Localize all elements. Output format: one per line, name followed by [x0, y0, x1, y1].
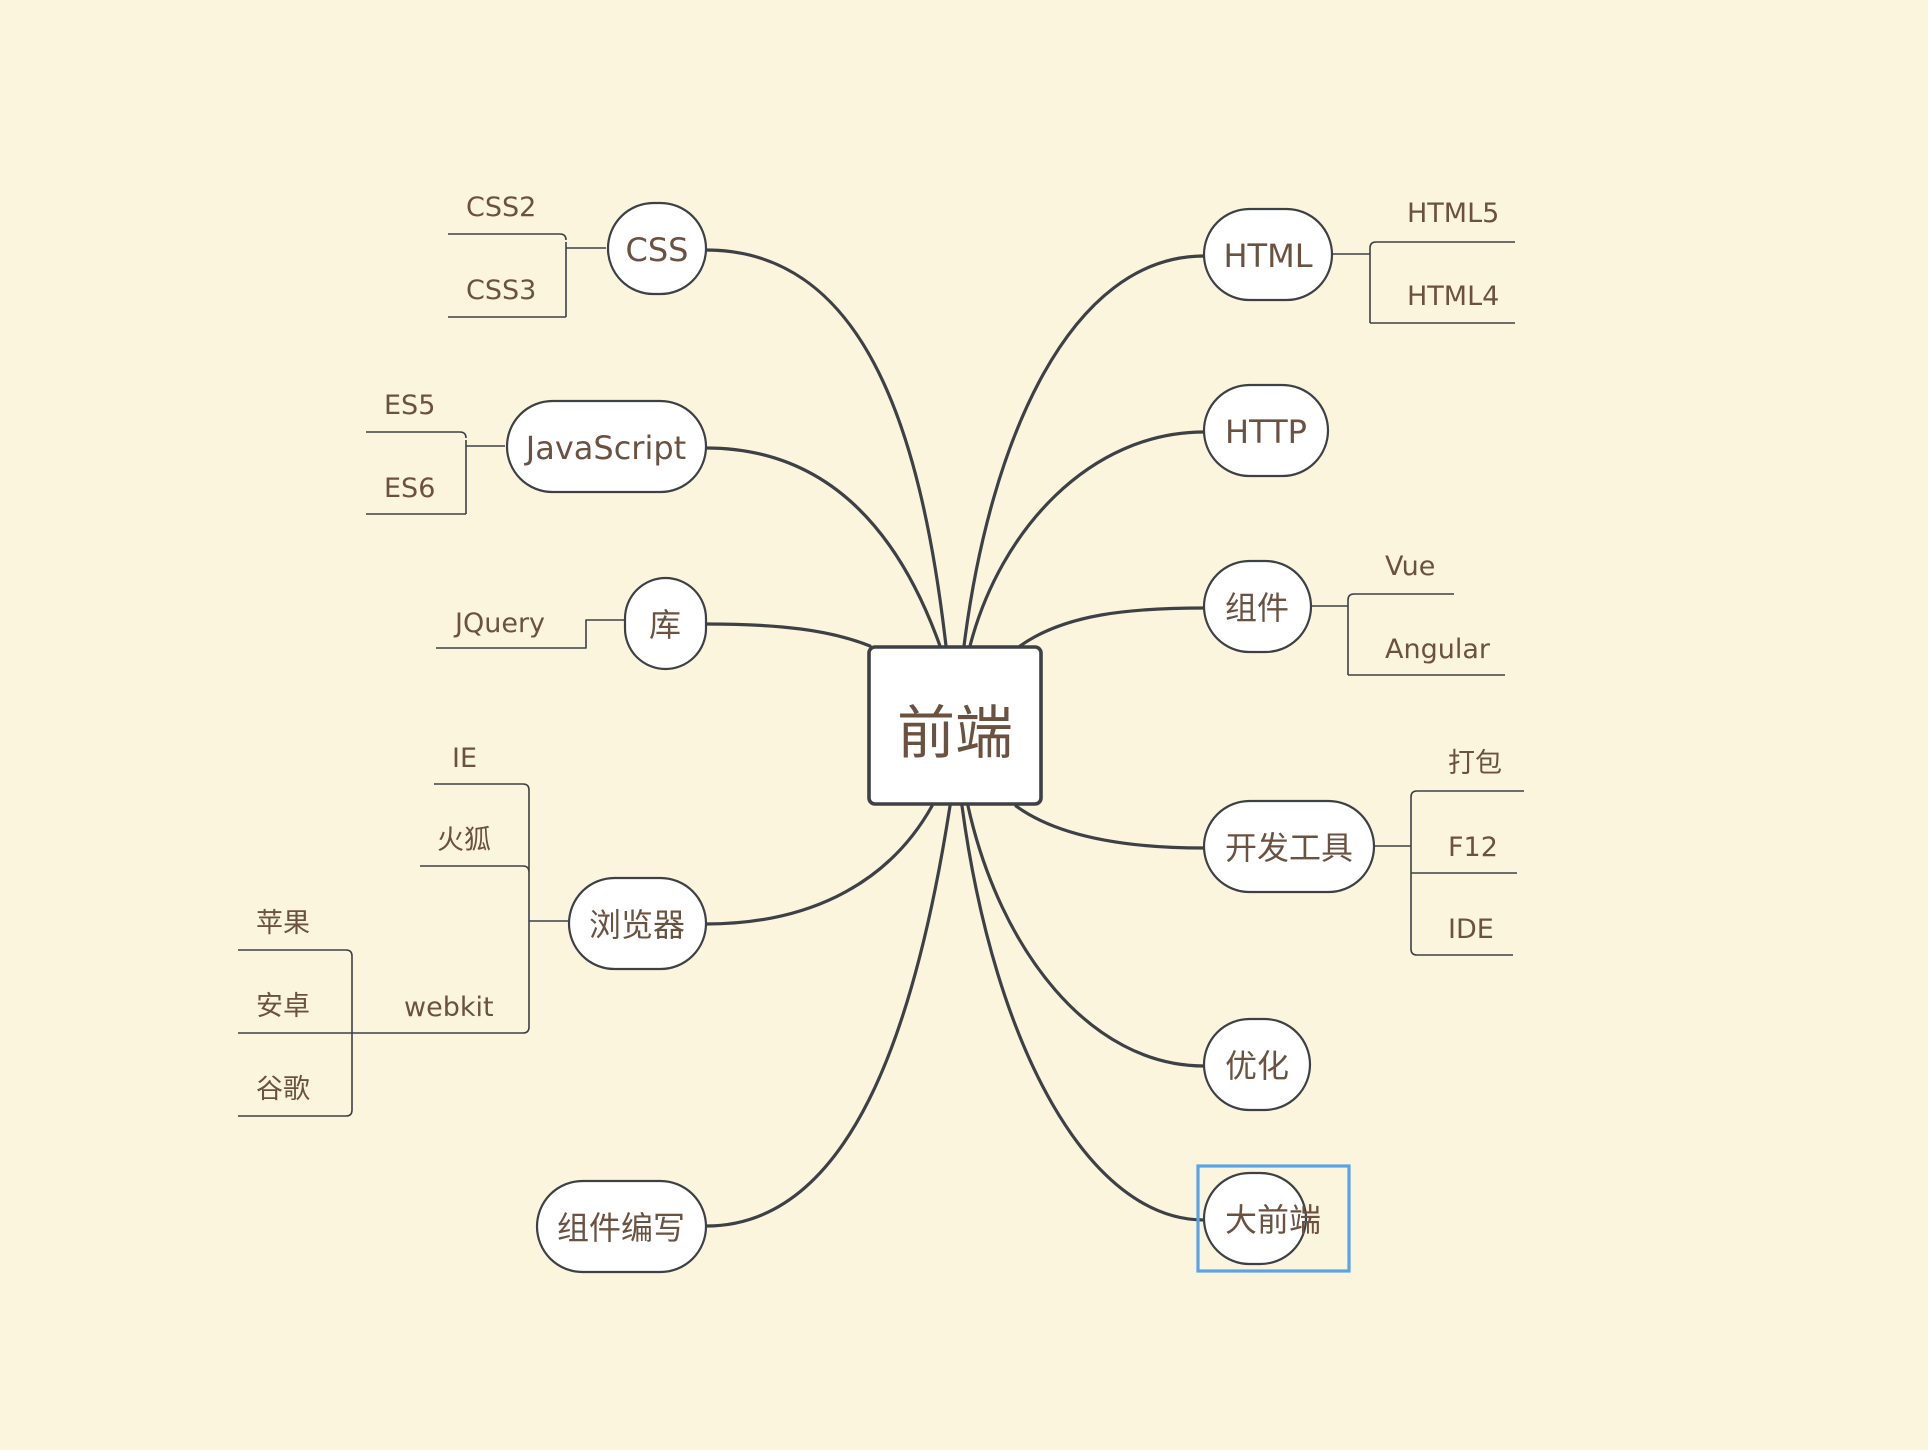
subtopic-ide[interactable]: IDE	[1448, 914, 1494, 945]
edge-library	[704, 622, 872, 648]
topic-big-frontend-shape	[1202, 1171, 1308, 1266]
topic-optimization[interactable]: 优化	[1202, 1017, 1312, 1112]
subtopic-css3[interactable]: CSS3	[466, 275, 536, 306]
subtopic-html4[interactable]: HTML4	[1407, 281, 1499, 312]
edge-component	[1018, 606, 1206, 648]
topic-component-writing-label: 组件编写	[557, 1209, 685, 1247]
topic-html-shape	[1202, 207, 1334, 302]
bracket-devtools	[1374, 790, 1524, 956]
topic-javascript-label: JavaScript	[524, 429, 686, 467]
subtopic-es6[interactable]: ES6	[384, 473, 435, 504]
topic-css-shape	[606, 201, 708, 296]
bracket-browser	[238, 783, 568, 1034]
edge-http	[968, 430, 1206, 648]
topic-devtools-label: 开发工具	[1225, 829, 1353, 867]
bracket-library	[436, 619, 624, 649]
edge-optimization	[966, 804, 1206, 1068]
edge-html	[962, 254, 1206, 648]
edge-javascript	[704, 446, 942, 648]
topic-big-frontend-label: 大前端	[1225, 1201, 1321, 1239]
topic-big-frontend[interactable]: 大前端	[1202, 1171, 1321, 1266]
subtopic-css2[interactable]: CSS2	[466, 192, 536, 223]
topic-devtools[interactable]: 开发工具	[1202, 799, 1376, 894]
topic-http-label: HTTP	[1225, 413, 1307, 451]
subtopic-ie[interactable]: IE	[452, 743, 477, 774]
topic-browser[interactable]: 浏览器	[567, 876, 708, 971]
bracket-css	[448, 233, 606, 318]
topic-component[interactable]: 组件	[1202, 559, 1313, 654]
edge-css	[704, 248, 948, 648]
subtopic-html5[interactable]: HTML5	[1407, 198, 1499, 229]
topic-library[interactable]: 库	[623, 576, 708, 671]
topic-component-writing-shape	[535, 1179, 708, 1274]
topic-component-shape	[1202, 559, 1313, 654]
bracket-webkit	[238, 949, 353, 1117]
subtopic-android[interactable]: 安卓	[256, 991, 310, 1022]
root-topic-shape	[867, 645, 1043, 806]
subtopic-f12[interactable]: F12	[1448, 832, 1498, 863]
topic-browser-label: 浏览器	[589, 906, 685, 944]
root-topic-label: 前端	[897, 699, 1013, 767]
bracket-javascript	[366, 431, 505, 515]
topic-http-shape	[1202, 383, 1330, 478]
subtopic-apple[interactable]: 苹果	[256, 908, 310, 939]
topic-library-shape	[623, 576, 708, 671]
bracket-component	[1311, 593, 1505, 676]
subtopic-es5[interactable]: ES5	[384, 390, 435, 421]
topic-component-writing[interactable]: 组件编写	[535, 1179, 708, 1274]
topic-html-label: HTML	[1223, 237, 1312, 275]
topic-optimization-shape	[1202, 1017, 1312, 1112]
bracket-html	[1332, 241, 1515, 324]
subtopic-bundling[interactable]: 打包	[1448, 748, 1502, 779]
edge-big-frontend	[960, 804, 1206, 1222]
edge-browser	[704, 804, 934, 926]
sub-branch-lines	[238, 233, 1524, 1117]
selection-outline	[1196, 1164, 1351, 1273]
topic-html[interactable]: HTML	[1202, 207, 1334, 302]
topic-browser-shape	[567, 876, 708, 971]
topic-css[interactable]: CSS	[606, 201, 708, 296]
topic-devtools-shape	[1202, 799, 1376, 894]
topic-javascript-shape	[505, 399, 708, 494]
topic-css-label: CSS	[626, 231, 689, 269]
subtopic-google[interactable]: 谷歌	[256, 1074, 310, 1105]
subtopics: CSS2 CSS3 ES5 ES6 JQuery IE 火狐 webkit 苹果…	[256, 192, 1502, 1105]
edge-devtools	[1014, 804, 1206, 850]
subtopic-jquery[interactable]: JQuery	[453, 608, 545, 639]
main-branch-lines	[704, 248, 1206, 1228]
topic-http[interactable]: HTTP	[1202, 383, 1330, 478]
topic-optimization-label: 优化	[1225, 1047, 1289, 1085]
topic-component-label: 组件	[1225, 589, 1289, 627]
subtopic-firefox[interactable]: 火狐	[437, 825, 491, 856]
root-topic[interactable]: 前端	[867, 645, 1043, 806]
subtopic-webkit[interactable]: webkit	[404, 992, 494, 1023]
subtopic-angular[interactable]: Angular	[1385, 634, 1491, 665]
topic-library-label: 库	[649, 606, 681, 644]
edge-component-writing	[704, 804, 952, 1228]
subtopic-vue[interactable]: Vue	[1385, 551, 1435, 582]
topic-javascript[interactable]: JavaScript	[505, 399, 708, 494]
